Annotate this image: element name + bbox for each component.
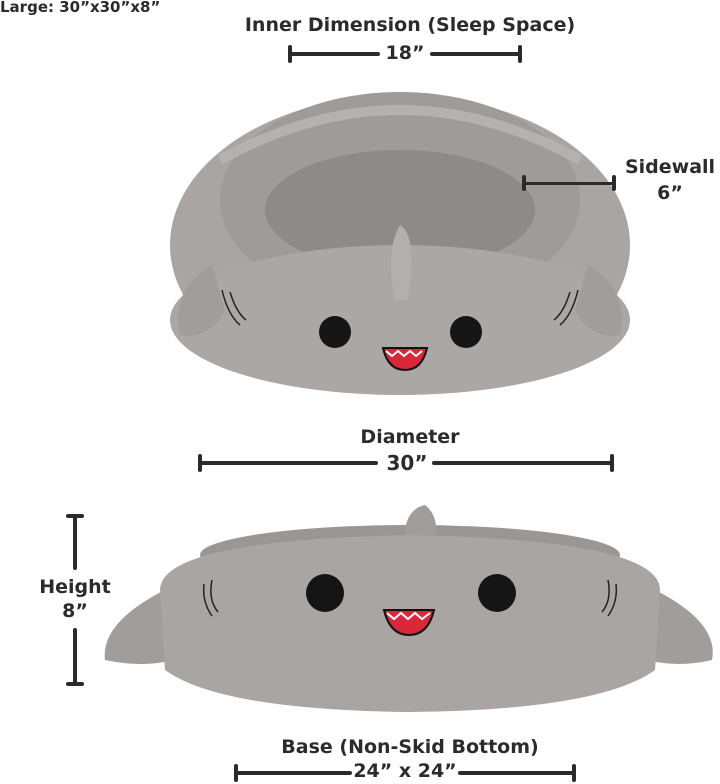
diameter-title: Diameter	[360, 426, 460, 448]
base-value: 24” x 24”	[353, 760, 457, 782]
shark-bed-front-view	[104, 505, 713, 712]
base-title: Base (Non-Skid Bottom)	[281, 736, 539, 758]
size-label: Large: 30”x30”x8”	[0, 0, 161, 16]
height-value: 8”	[62, 600, 88, 622]
inner-dimension-value: 18”	[385, 42, 425, 64]
sidewall-title: Sidewall	[624, 156, 716, 178]
diameter-value: 30”	[386, 451, 428, 475]
height-title: Height	[39, 576, 111, 598]
inner-dimension-title: Inner Dimension (Sleep Space)	[244, 14, 576, 36]
shark-bed-top-view	[170, 92, 630, 395]
sidewall-value: 6”	[657, 182, 683, 204]
